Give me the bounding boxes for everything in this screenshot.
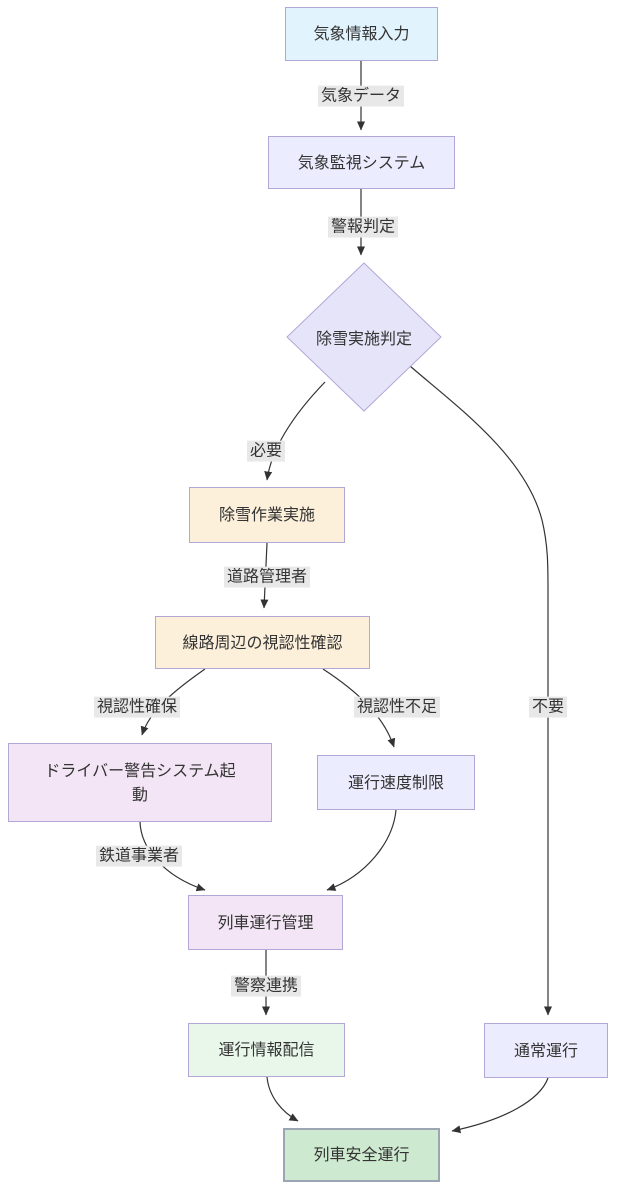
edge-label-not-required: 不要	[528, 696, 568, 718]
node-snow-removal-decision-label: 除雪実施判定	[315, 329, 413, 348]
node-safe-operation-label: 列車安全運行	[313, 1145, 410, 1165]
node-weather-input-label: 気象情報入力	[313, 24, 410, 44]
node-driver-warning: ドライバー警告システム起 動	[8, 743, 272, 822]
edge-label-road-admin: 道路管理者	[223, 566, 311, 588]
node-weather-monitoring: 気象監視システム	[268, 136, 455, 189]
edge-label-required: 必要	[246, 440, 286, 462]
node-train-operation-mgmt-label: 列車運行管理	[217, 912, 314, 932]
node-snow-removal-decision-shape	[286, 262, 442, 412]
node-driver-warning-label: ドライバー警告システム起 動	[44, 761, 236, 804]
node-speed-limit-label: 運行速度制限	[347, 772, 444, 792]
node-speed-limit: 運行速度制限	[317, 755, 475, 810]
edge-normal-to-safe-operation	[451, 1077, 549, 1134]
edge-decision-notrequired-to-normal	[409, 365, 552, 1016]
edge-decision-required-to-snow-removal	[264, 381, 326, 481]
edge-label-railway-operator: 鉄道事業者	[95, 845, 183, 867]
node-operation-info: 運行情報配信	[188, 1023, 345, 1077]
node-weather-monitoring-label: 気象監視システム	[297, 152, 426, 172]
node-normal-operation-label: 通常運行	[513, 1040, 578, 1060]
node-visibility-check: 線路周辺の視認性確認	[155, 616, 370, 669]
node-weather-input: 気象情報入力	[285, 7, 438, 61]
edge-label-weather-data: 気象データ	[317, 85, 405, 107]
edge-speed-limit-to-train-mgmt	[326, 809, 397, 891]
node-snow-removal-work: 除雪作業実施	[189, 487, 345, 543]
node-visibility-check-label: 線路周辺の視認性確認	[182, 632, 343, 652]
edge-label-alert-judgement: 警報判定	[327, 216, 399, 238]
edge-label-visibility-insufficient: 視認性不足	[353, 696, 441, 718]
node-train-operation-mgmt: 列車運行管理	[188, 895, 343, 950]
node-safe-operation: 列車安全運行	[283, 1128, 440, 1182]
node-snow-removal-work-label: 除雪作業実施	[218, 505, 315, 525]
node-operation-info-label: 運行情報配信	[218, 1040, 315, 1060]
edge-operation-info-to-safe-operation	[266, 1076, 299, 1122]
node-normal-operation: 通常運行	[484, 1023, 608, 1078]
edge-label-visibility-secured: 視認性確保	[93, 696, 181, 718]
edge-label-police-coop: 警察連携	[230, 975, 302, 997]
